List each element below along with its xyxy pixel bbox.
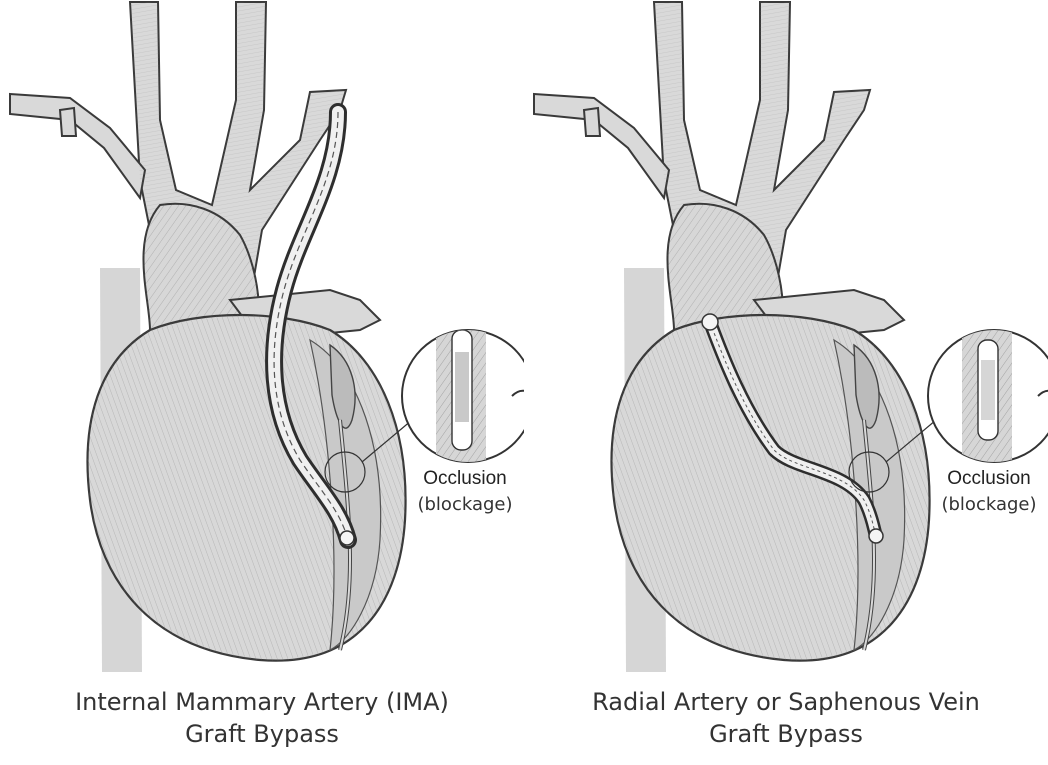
- occlusion-title: Occlusion: [410, 466, 520, 492]
- caption-line-1: Radial Artery or Saphenous Vein: [524, 686, 1048, 718]
- occlusion-title: Occlusion: [930, 466, 1048, 492]
- heart-illustration-ima: [0, 0, 524, 680]
- caption-line-1: Internal Mammary Artery (IMA): [0, 686, 524, 718]
- heart-illustration-radial: [524, 0, 1048, 680]
- occlusion-label: Occlusion (blockage): [410, 466, 520, 518]
- caption-line-2: Graft Bypass: [0, 718, 524, 750]
- ima-graft-panel: Occlusion (blockage) Internal Mammary Ar…: [0, 0, 524, 765]
- radial-saphenous-graft-panel: Occlusion (blockage) Radial Artery or Sa…: [524, 0, 1048, 765]
- occlusion-subtitle: (blockage): [930, 492, 1048, 518]
- magnifier-circle-right: [928, 320, 1048, 480]
- panel-caption: Internal Mammary Artery (IMA) Graft Bypa…: [0, 686, 524, 750]
- magnifier-circle-left: [402, 320, 524, 480]
- occlusion-subtitle: (blockage): [410, 492, 520, 518]
- occlusion-label: Occlusion (blockage): [930, 466, 1048, 518]
- caption-line-2: Graft Bypass: [524, 718, 1048, 750]
- panel-caption: Radial Artery or Saphenous Vein Graft By…: [524, 686, 1048, 750]
